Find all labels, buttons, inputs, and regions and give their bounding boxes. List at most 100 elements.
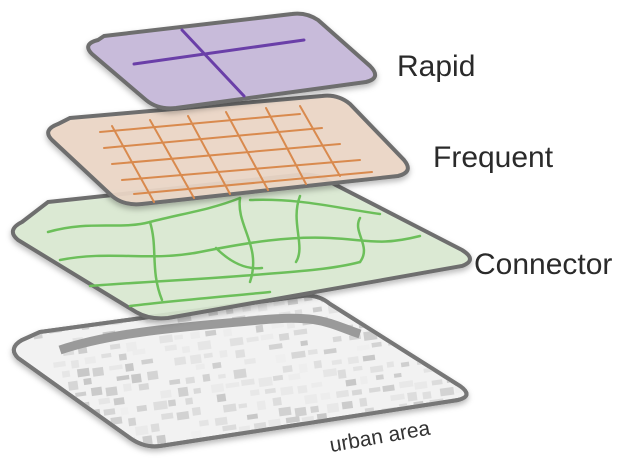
connector-route xyxy=(248,198,382,216)
city-block xyxy=(337,369,347,379)
city-block xyxy=(424,295,439,301)
city-block xyxy=(453,310,462,316)
city-block xyxy=(312,306,323,313)
city-block xyxy=(438,311,452,320)
city-block xyxy=(395,328,411,340)
frequent-route xyxy=(149,119,195,199)
city-block xyxy=(439,386,455,397)
city-block xyxy=(233,368,247,380)
city-block xyxy=(185,376,196,385)
city-block xyxy=(75,391,87,398)
city-block xyxy=(388,317,399,327)
frequent-plate xyxy=(46,93,410,207)
city-block xyxy=(359,375,368,385)
city-block xyxy=(526,368,536,375)
city-block xyxy=(118,353,128,361)
city-block xyxy=(466,352,467,362)
city-block xyxy=(492,317,505,325)
city-block xyxy=(153,400,168,411)
city-block xyxy=(490,336,504,346)
city-block xyxy=(56,316,67,323)
city-block xyxy=(435,333,447,341)
city-block xyxy=(190,331,201,340)
city-block xyxy=(382,384,395,393)
rapid-plate xyxy=(86,11,378,111)
city-block xyxy=(398,380,414,389)
city-block xyxy=(504,381,513,390)
city-block xyxy=(272,374,284,382)
city-block xyxy=(496,293,504,303)
city-block xyxy=(516,302,526,310)
city-block xyxy=(511,389,524,396)
city-block xyxy=(150,423,160,433)
city-block xyxy=(447,298,461,305)
city-block xyxy=(449,278,463,287)
city-block xyxy=(551,374,561,379)
city-block xyxy=(53,360,66,368)
city-block xyxy=(185,397,194,405)
city-block xyxy=(422,391,432,400)
city-block xyxy=(103,408,116,416)
city-block xyxy=(260,333,274,341)
city-block xyxy=(326,402,340,414)
rapid-label: Rapid xyxy=(397,50,476,83)
city-block xyxy=(61,370,71,378)
city-block xyxy=(506,337,514,345)
city-block xyxy=(13,299,22,307)
city-block xyxy=(105,308,118,315)
city-block xyxy=(238,425,251,433)
city-block xyxy=(67,380,79,391)
city-block xyxy=(533,376,545,383)
city-block xyxy=(307,348,318,356)
city-block xyxy=(242,305,252,312)
city-block xyxy=(351,389,363,396)
city-block xyxy=(287,297,299,306)
city-block xyxy=(105,386,118,397)
city-block xyxy=(400,284,412,290)
city-block xyxy=(49,304,62,313)
city-block xyxy=(557,383,566,390)
city-block xyxy=(219,349,228,358)
city-block xyxy=(488,360,496,369)
city-block xyxy=(181,345,191,354)
city-block xyxy=(311,381,323,388)
city-block xyxy=(288,373,301,381)
rapid-layer xyxy=(86,11,378,111)
city-block xyxy=(384,286,392,294)
city-block xyxy=(331,359,343,366)
city-block xyxy=(264,387,276,394)
city-block xyxy=(432,281,445,291)
city-block xyxy=(407,391,418,402)
city-block xyxy=(255,324,264,333)
city-block xyxy=(291,350,306,359)
city-block xyxy=(42,318,56,328)
city-block xyxy=(229,336,244,347)
city-block xyxy=(132,348,146,356)
city-block xyxy=(128,417,137,427)
rapid-route-east-west xyxy=(132,38,306,66)
city-block xyxy=(310,405,320,414)
city-block xyxy=(369,365,384,374)
connector-route xyxy=(356,216,366,264)
frequent-layer xyxy=(46,93,410,207)
city-block xyxy=(124,363,135,372)
city-block xyxy=(177,386,189,398)
city-block xyxy=(352,365,363,372)
city-block xyxy=(393,372,402,378)
city-block xyxy=(404,317,417,327)
city-block xyxy=(515,323,524,330)
frequent-route xyxy=(121,159,361,181)
city-block xyxy=(359,397,368,407)
city-block xyxy=(167,399,177,407)
city-block xyxy=(478,316,490,322)
city-block xyxy=(371,341,382,348)
city-block xyxy=(345,378,357,387)
city-block xyxy=(359,301,371,310)
city-block xyxy=(335,389,350,399)
connector-route xyxy=(214,246,264,270)
city-block xyxy=(131,373,142,384)
city-block xyxy=(519,378,529,385)
city-block xyxy=(67,304,79,311)
city-block xyxy=(43,295,54,306)
city-block xyxy=(92,366,105,377)
